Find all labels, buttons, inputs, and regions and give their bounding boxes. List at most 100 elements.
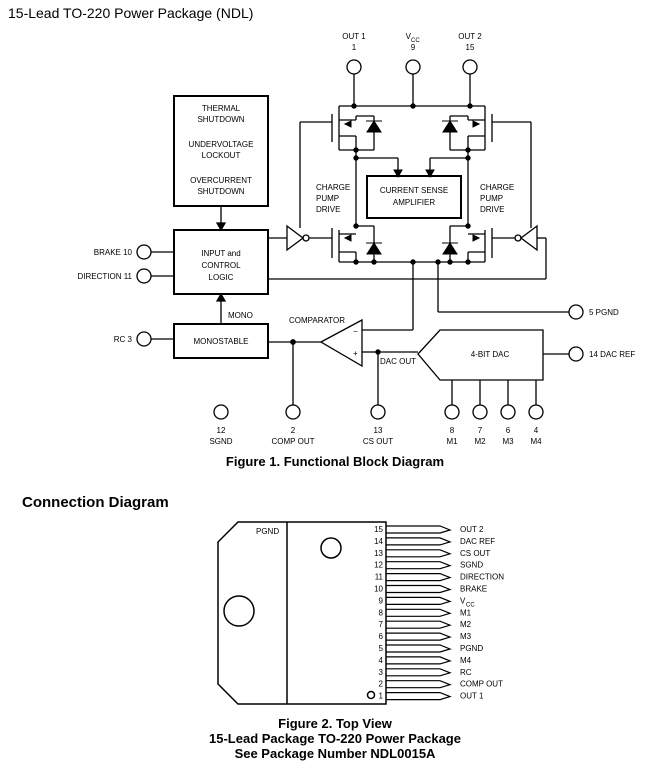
package-pin-lead	[386, 596, 452, 605]
package-pin-label: PGND	[460, 644, 483, 653]
pin-m4-terminal	[528, 404, 544, 420]
package-pin-number: 3	[379, 668, 384, 677]
rc-label: RC 3	[114, 335, 133, 344]
pin-m3-name: M3	[502, 437, 514, 446]
package-pin-label: OUT 1	[460, 692, 484, 701]
dac-label: 4-BIT DAC	[471, 350, 510, 359]
block-monostable	[173, 323, 269, 359]
monostable-label: MONOSTABLE	[194, 337, 249, 346]
package-pin-lead	[386, 620, 452, 629]
package-pin-lead	[386, 525, 452, 534]
package-pin-lead	[386, 668, 452, 677]
package-pin-label: M4	[460, 656, 472, 665]
pin-vcc-name: V	[406, 32, 412, 41]
pin-vcc-sub: CC	[411, 38, 420, 44]
pin-out2-num: 15	[466, 43, 475, 52]
package-pin-label: M1	[460, 608, 472, 617]
diagram-labels: OUT 1 1 V CC 9 OUT 2 15 THERMAL SHUTDOWN…	[77, 32, 635, 446]
pin-cs-out-terminal	[370, 404, 386, 420]
mono-label: MONO	[228, 311, 253, 320]
pin-pgnd-terminal	[568, 304, 584, 320]
package-outline	[217, 521, 387, 705]
package-pin-label: CS OUT	[460, 549, 490, 558]
dac-out-label: DAC OUT	[380, 357, 416, 366]
pin-sgnd-num: 12	[217, 426, 226, 435]
package-pin-lead	[386, 608, 452, 617]
pin-comp-out-name: COMP OUT	[272, 437, 315, 446]
pin-m2-name: M2	[474, 437, 486, 446]
package-pin-lead	[386, 632, 452, 641]
pin-m3-terminal	[500, 404, 516, 420]
figure2-caption-line-1: Figure 2. Top View	[278, 716, 392, 731]
pin-m4-name: M4	[530, 437, 542, 446]
block-current-sense	[366, 175, 462, 219]
package-pin-label: BRAKE	[460, 585, 487, 594]
logic-line-3: LOGIC	[209, 273, 234, 282]
pin-comp-out-terminal	[285, 404, 301, 420]
package-pin-number: 15	[374, 525, 383, 534]
charge-pump-right-2: PUMP	[480, 194, 503, 203]
pin-out1-num: 1	[352, 43, 357, 52]
package-pin-label: COMP OUT	[460, 680, 503, 689]
pin-out2-terminal	[462, 59, 478, 75]
current-sense-line-2: AMPLIFIER	[393, 198, 435, 207]
pin-sgnd-terminal	[213, 404, 229, 420]
pin-sgnd-name: SGND	[209, 437, 232, 446]
pin-vcc-terminal	[405, 59, 421, 75]
package-pin-number: 13	[374, 549, 383, 558]
figure2-caption-line-2: 15-Lead Package TO-220 Power Package	[209, 731, 461, 746]
package-pin-label: DIRECTION	[460, 573, 504, 582]
pin-m1-num: 8	[450, 426, 455, 435]
shutdown-line-1: THERMAL	[202, 104, 241, 113]
package-pin-leads	[386, 525, 452, 701]
figure2-caption-line-3: See Package Number NDL0015A	[234, 746, 436, 761]
shutdown-line-2: SHUTDOWN	[197, 115, 244, 124]
package-pin-number: 6	[379, 632, 384, 641]
pin-cs-out-name: CS OUT	[363, 437, 393, 446]
dac-ref-label: 14 DAC REF	[589, 350, 635, 359]
shutdown-line-3: UNDERVOLTAGE	[189, 140, 254, 149]
package-pin-label: DAC REF	[460, 537, 495, 546]
package-pin-number: 8	[379, 608, 384, 617]
package-pin-number: 4	[379, 656, 384, 665]
package-pin-lead	[386, 537, 452, 546]
pin-brake-terminal	[136, 244, 152, 260]
pin-m2-terminal	[472, 404, 488, 420]
package-pin-number: 11	[375, 573, 384, 582]
pgnd-label: 5 PGND	[589, 308, 619, 317]
package-pin-number: 1	[379, 692, 384, 701]
page-title: 15-Lead TO-220 Power Package (NDL)	[8, 5, 254, 21]
pin-m3-num: 6	[506, 426, 511, 435]
direction-label: DIRECTION 11	[77, 272, 132, 281]
connection-diagram-title: Connection Diagram	[22, 494, 169, 511]
package-pin-number: 5	[379, 644, 384, 653]
pin-m1-name: M1	[446, 437, 458, 446]
package-pin-lead	[386, 561, 452, 570]
pin-direction-terminal	[136, 268, 152, 284]
package-pin-label: M2	[460, 620, 472, 629]
package-pin-label-subscript: CC	[466, 602, 475, 608]
current-sense-line-1: CURRENT SENSE	[380, 186, 448, 195]
pin-rc-terminal	[136, 331, 152, 347]
package-pin-label: V	[460, 596, 466, 605]
logic-line-1: INPUT and	[201, 249, 240, 258]
pin-out2-name: OUT 2	[458, 32, 482, 41]
block-input-logic	[173, 229, 269, 295]
package-pin-number: 12	[374, 561, 383, 570]
package-pin-label: M3	[460, 632, 472, 641]
charge-pump-left-1: CHARGE	[316, 183, 350, 192]
block-shutdown	[173, 95, 269, 207]
pin-m2-num: 7	[478, 426, 483, 435]
shutdown-line-5: OVERCURRENT	[190, 176, 252, 185]
package-pin-lead	[386, 656, 452, 665]
logic-line-2: CONTROL	[201, 261, 241, 270]
package-pin-number: 9	[379, 596, 384, 605]
shutdown-line-6: SHUTDOWN	[197, 187, 244, 196]
package-pin-number: 10	[374, 585, 383, 594]
charge-pump-right-1: CHARGE	[480, 183, 514, 192]
pin-out1-name: OUT 1	[342, 32, 366, 41]
package-pin-number: 14	[374, 537, 383, 546]
package-pin-number: 2	[379, 680, 384, 689]
